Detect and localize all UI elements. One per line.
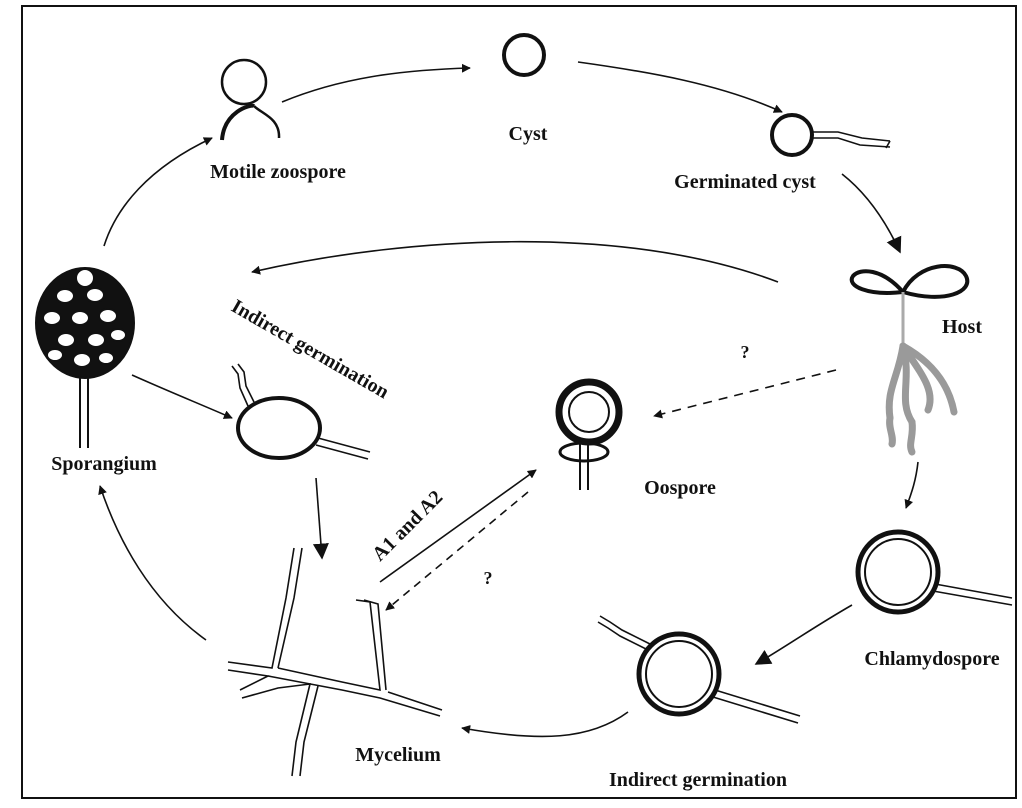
label-chlamydospore: Chlamydospore	[864, 648, 999, 670]
oospore-icon	[555, 378, 623, 490]
label-a1-and-a2: A1 and A2	[368, 486, 447, 565]
germinating-chlamydospore-icon	[597, 615, 801, 724]
label-cyst: Cyst	[509, 123, 548, 145]
arrow-sporangium-to-germination	[131, 374, 233, 419]
arrow-host-to-sporangium	[251, 240, 779, 283]
host-plant-icon	[849, 264, 970, 456]
arrow-germinated-cyst-to-host	[841, 173, 902, 254]
label-mycelium: Mycelium	[355, 744, 441, 766]
arrow-chlamydospore-to-germination	[754, 604, 853, 665]
sporangium-icon	[35, 267, 135, 448]
label-sporangium: Sporangium	[51, 453, 157, 475]
cyst-icon	[502, 33, 546, 77]
label-indirect-germination-lower: Indirect germination	[609, 769, 787, 791]
label-indirect-germination-upper: Indirect germination	[228, 295, 393, 403]
arrow-mycelium-to-sporangium	[98, 485, 207, 641]
arrow-oospore-to-mycelium	[385, 491, 529, 611]
arrow-cyst-to-germinated-cyst	[577, 61, 783, 113]
mycelium-icon	[227, 547, 443, 777]
motile-zoospore-icon	[220, 58, 281, 141]
figure-border	[21, 5, 1017, 799]
arrow-mycelium-to-oospore	[379, 469, 537, 583]
label-question-host-oospore: ?	[741, 342, 750, 362]
chlamydospore-icon	[855, 529, 1013, 615]
arrow-sporangium-to-zoospore	[103, 137, 213, 247]
arrow-host-to-oospore	[653, 369, 837, 419]
cycle-arrows	[98, 61, 919, 738]
label-host: Host	[942, 316, 982, 338]
label-oospore: Oospore	[644, 477, 716, 499]
germinating-sporangium-icon	[231, 363, 371, 460]
label-question-oospore-mycelium: ?	[484, 568, 493, 588]
label-germinated-cyst: Germinated cyst	[674, 171, 816, 193]
germinated-cyst-icon	[770, 113, 891, 157]
arrow-host-to-chlamydospore	[904, 461, 919, 509]
arrow-zoospore-to-cyst	[281, 63, 471, 103]
label-motile-zoospore: Motile zoospore	[210, 161, 346, 183]
arrow-germination-to-mycelium-upper	[312, 477, 329, 560]
arrow-germination-to-mycelium	[461, 711, 629, 738]
